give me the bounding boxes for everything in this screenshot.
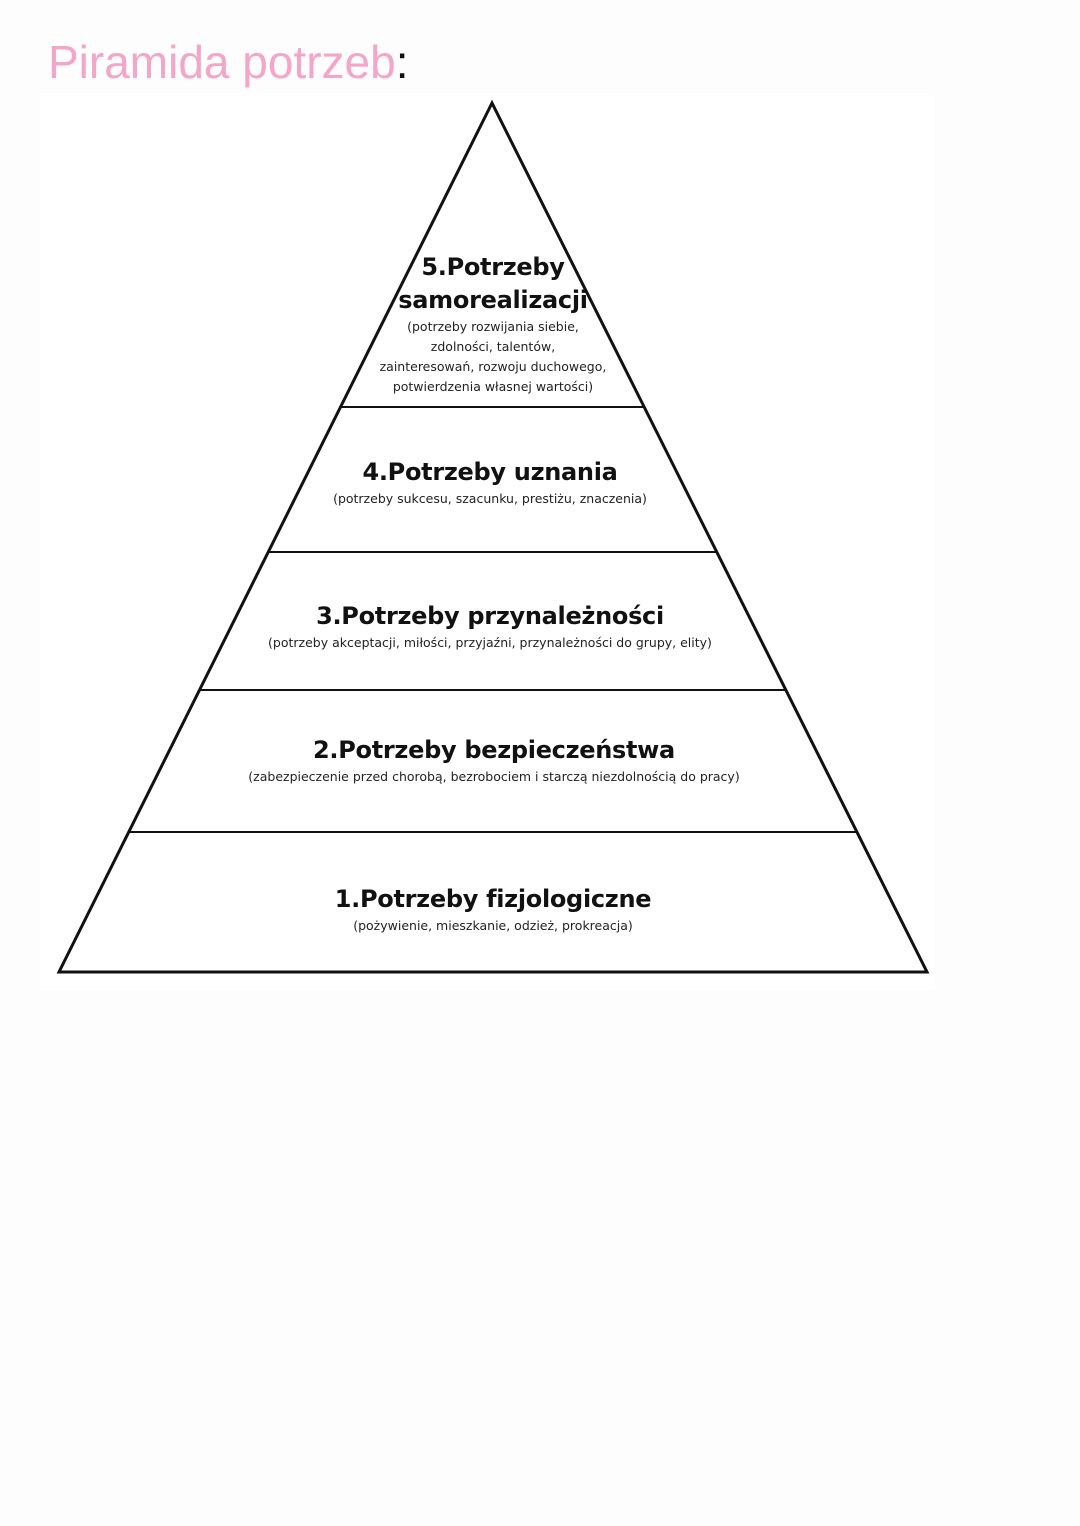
level-3-heading: 3.Potrzeby przynależności [316, 602, 664, 630]
page-title-text: Piramida potrzeb [48, 36, 396, 88]
pyramid-level-2: 2.Potrzeby bezpieczeństwa (zabezpieczeni… [204, 734, 784, 787]
level-5-description-line3: zainteresowań, rozwoju duchowego, [379, 359, 607, 374]
page-title-colon: : [395, 36, 409, 88]
level-1-description: (pożywienie, mieszkanie, odzież, prokrea… [353, 918, 633, 933]
page-title: Piramida potrzeb: [48, 30, 409, 94]
pyramid-level-5: 5.Potrzeby samorealizacji (potrzeby rozw… [358, 251, 628, 397]
pyramid-level-4: 4.Potrzeby uznania (potrzeby sukcesu, sz… [300, 456, 680, 509]
level-2-heading: 2.Potrzeby bezpieczeństwa [313, 736, 675, 764]
level-5-heading-line2: samorealizacji [398, 286, 588, 314]
level-5-description-line2: zdolności, talentów, [430, 339, 556, 354]
level-5-description-line1: (potrzeby rozwijania siebie, [407, 319, 579, 334]
level-5-description-line4: potwierdzenia własnej wartości) [392, 379, 594, 394]
pyramid-level-3: 3.Potrzeby przynależności (potrzeby akce… [230, 600, 750, 653]
pyramid-diagram: 5.Potrzeby samorealizacji (potrzeby rozw… [40, 95, 935, 990]
pyramid-shape [56, 99, 930, 974]
level-4-description: (potrzeby sukcesu, szacunku, prestiżu, z… [333, 491, 647, 506]
level-3-description: (potrzeby akceptacji, miłości, przyjaźni… [268, 635, 712, 650]
pyramid-outline [56, 99, 930, 974]
level-5-heading-line1: 5.Potrzeby [421, 253, 565, 281]
level-4-heading: 4.Potrzeby uznania [362, 458, 618, 486]
level-2-description: (zabezpieczenie przed chorobą, bezroboci… [248, 769, 740, 784]
level-1-heading: 1.Potrzeby fizjologiczne [334, 885, 652, 913]
pyramid-level-1: 1.Potrzeby fizjologiczne (pożywienie, mi… [283, 883, 703, 936]
